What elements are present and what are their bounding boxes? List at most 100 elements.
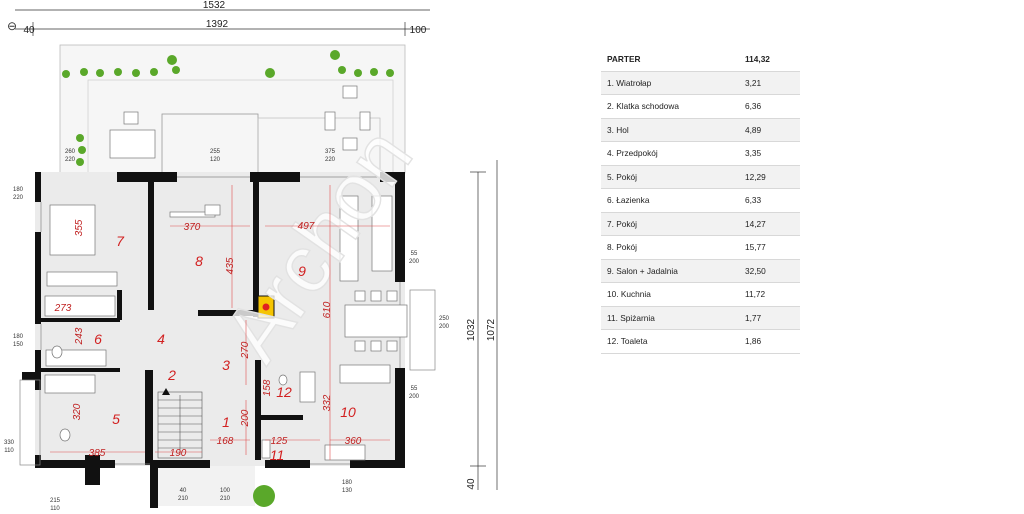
row-name: 6. Łazienka (601, 188, 745, 213)
opening-h: 210 (178, 496, 189, 502)
opening-w: 215 (50, 498, 61, 504)
opening-h: 220 (13, 195, 24, 201)
room-dim-h: 158 (262, 379, 273, 396)
room-number: 10 (340, 404, 356, 420)
room-number: 8 (195, 253, 203, 269)
row-area: 1,86 (745, 329, 800, 354)
room-dim-h: 355 (74, 219, 85, 236)
opening-h: 200 (409, 259, 420, 265)
room-number: 4 (157, 331, 165, 347)
opening-h: 130 (342, 488, 353, 494)
opening-h: 150 (13, 342, 24, 348)
room-dim-w: 168 (217, 436, 234, 447)
zoom-icon[interactable]: ⊖ (7, 19, 18, 33)
plant-icon (62, 50, 394, 507)
staircase (157, 391, 203, 459)
opening-h: 200 (439, 324, 450, 330)
opening-h: 110 (50, 506, 60, 512)
row-area: 3,35 (745, 141, 800, 166)
room-number: 6 (94, 331, 102, 347)
row-area: 11,72 (745, 282, 800, 307)
dim-height-inner: 1032 (466, 318, 477, 341)
room-dim-h: 270 (240, 341, 251, 359)
room-dim-h: 320 (72, 403, 83, 420)
opening-w: 180 (13, 187, 24, 193)
opening-h: 210 (220, 496, 231, 502)
header-name: PARTER (601, 48, 745, 72)
opening-labels: 260 220 255 120 375 220 180 220 180 150 … (4, 149, 450, 512)
room-dim-w: 125 (271, 436, 288, 447)
dim-bottom-offset: 40 (466, 478, 477, 490)
dim-height-total: 1072 (486, 318, 497, 341)
room-numbers: 1 2 3 4 5 6 7 8 9 10 11 12 (94, 233, 356, 463)
entry-extension (150, 466, 255, 506)
opening-w: 255 (210, 149, 221, 155)
row-area: 3,21 (745, 71, 800, 95)
row-name: 11. Spiżarnia (601, 306, 745, 330)
room-number: 2 (167, 367, 176, 383)
row-name: 9. Salon + Jadalnia (601, 259, 745, 283)
row-area: 6,36 (745, 94, 800, 119)
row-name: 8. Pokój (601, 235, 745, 260)
room-dim-w: 370 (184, 222, 201, 233)
dim-total-width: 1532 (203, 0, 226, 11)
opening-w: 180 (13, 334, 24, 340)
room-number: 3 (222, 357, 230, 373)
row-area: 1,77 (745, 306, 800, 330)
window-lines (19, 176, 436, 466)
room-dim-h: 332 (322, 394, 333, 411)
row-name: 5. Pokój (601, 165, 745, 189)
room-dim-h: 435 (225, 257, 236, 274)
room-dimension-lines (50, 185, 390, 460)
furniture (44, 85, 408, 461)
row-name: 7. Pokój (601, 212, 745, 236)
opening-h: 120 (210, 157, 221, 163)
opening-w: 40 (180, 488, 187, 494)
opening-w: 260 (65, 149, 76, 155)
room-dim-w: 360 (345, 436, 362, 447)
dim-inner-width: 1392 (206, 19, 229, 30)
room-number: 5 (112, 411, 120, 427)
room-number: 11 (270, 447, 285, 463)
opening-w: 180 (342, 480, 353, 486)
row-name: 1. Wiatrołap (601, 71, 745, 95)
row-area: 4,89 (745, 118, 800, 142)
room-number: 9 (298, 263, 306, 279)
row-area: 6,33 (745, 188, 800, 213)
stair-arrow-icon (162, 388, 170, 395)
opening-h: 220 (325, 157, 336, 163)
row-area: 12,29 (745, 165, 800, 189)
row-name: 3. Hol (601, 118, 745, 142)
opening-w: 375 (325, 149, 336, 155)
opening-h: 110 (4, 448, 14, 454)
room-number: 7 (116, 233, 125, 249)
room-dim-h: 200 (240, 409, 251, 427)
room-dim-h: 243 (74, 327, 85, 345)
opening-w: 55 (411, 251, 418, 257)
row-area: 32,50 (745, 259, 800, 283)
opening-w: 100 (220, 488, 231, 494)
opening-w: 250 (439, 316, 450, 322)
dim-left-offset: 40 (23, 25, 35, 36)
dimension-lines (15, 9, 498, 490)
row-area: 15,77 (745, 235, 800, 260)
opening-h: 200 (409, 394, 420, 400)
walls (22, 172, 405, 508)
room-number: 12 (276, 384, 292, 400)
room-dimensions: 168 200 190 270 385 320 273 243 355 370 … (54, 219, 362, 459)
table-header: PARTER 114,32 (601, 48, 800, 72)
room-dim-w: 385 (89, 448, 106, 459)
row-name: 10. Kuchnia (601, 282, 745, 307)
